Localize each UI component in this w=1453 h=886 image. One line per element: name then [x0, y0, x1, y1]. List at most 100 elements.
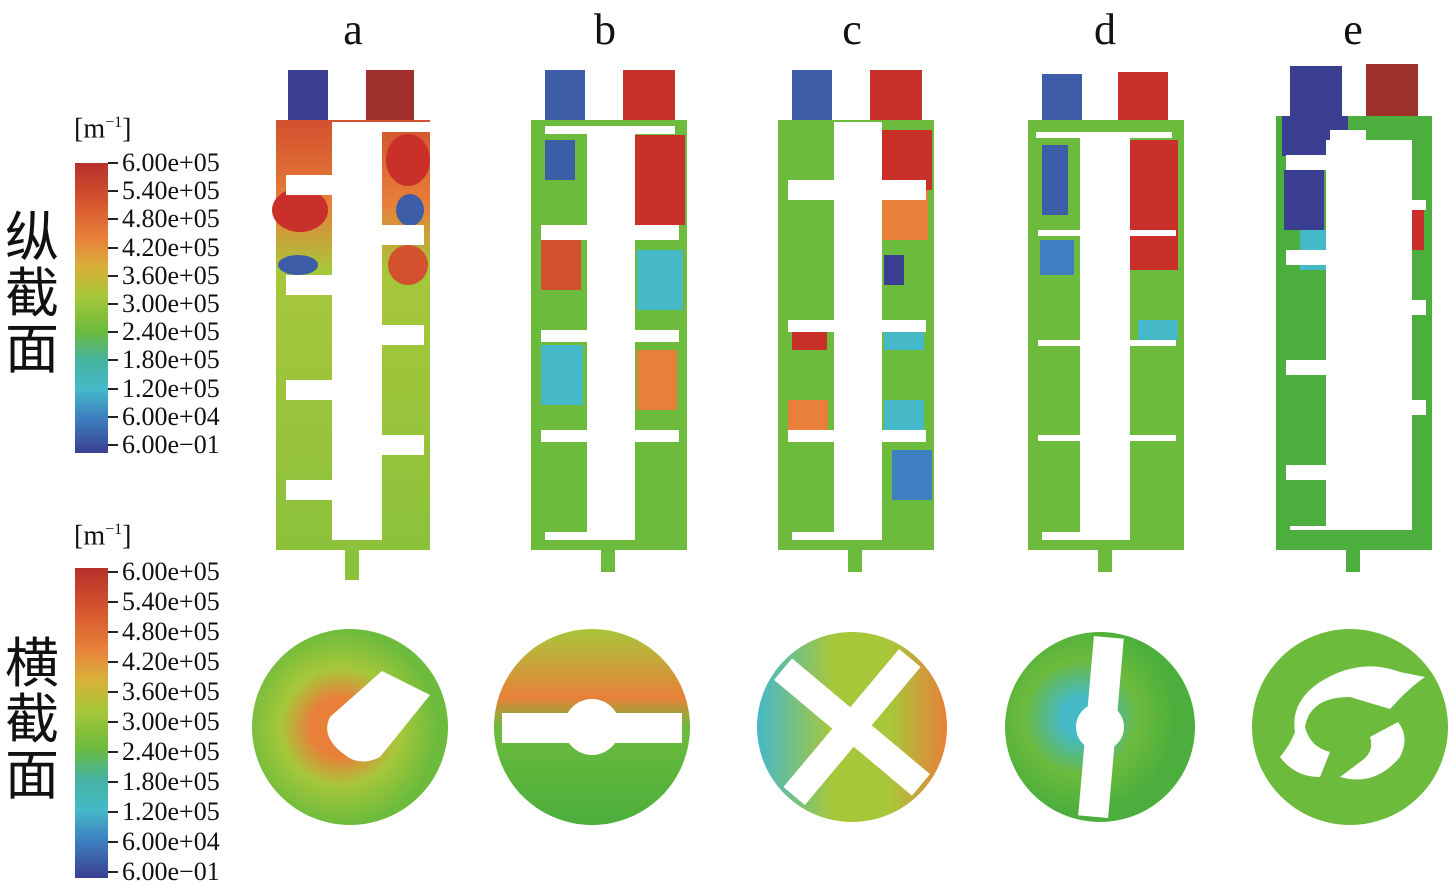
inlet-red: [366, 70, 414, 120]
inlet-red: [1366, 64, 1418, 120]
colorbar-tick-label: 1.80e+05: [122, 767, 220, 796]
flow-cold-zone: [637, 250, 683, 310]
colorbar-tick-label: 5.40e+05: [122, 587, 220, 616]
colorbar-tick-label: 4.80e+05: [122, 204, 220, 234]
colorbar-tick-label: 1.20e+05: [122, 373, 220, 403]
stirrer-shaft: [788, 122, 926, 540]
longitudinal-section-c: [778, 70, 934, 572]
colorbar-tick-mark: [108, 415, 118, 418]
colorbar-tick-mark: [108, 444, 118, 446]
stirrer-blade: [1280, 666, 1425, 777]
colorbar-tick-label: 4.20e+05: [122, 647, 220, 676]
cross-section-b: [494, 629, 690, 825]
inlet-blue: [545, 70, 585, 120]
row-label-cross: 横 截 面: [2, 636, 62, 804]
colorbar-tick-label: 6.00e−01: [122, 430, 220, 459]
stirrer-blade: [1340, 722, 1405, 780]
colorbar-tick-mark: [108, 841, 118, 843]
outlet-pipe: [601, 550, 615, 572]
colorbar-tick-label: 3.00e+05: [122, 289, 220, 318]
flow-cold-zone: [278, 255, 318, 275]
colorbar-tick-mark: [108, 274, 118, 277]
longitudinal-section-a: [272, 70, 430, 580]
colorbar-bottom: [75, 568, 108, 878]
colorbar-top: [75, 163, 108, 453]
colorbar-tick-mark: [108, 162, 118, 164]
unit-close: ]: [122, 113, 132, 145]
colorbar-tick-mark: [108, 661, 118, 663]
row-label-char: 面: [5, 746, 59, 806]
colorbar-tick-mark: [108, 218, 118, 221]
colorbar-tick-mark: [108, 571, 118, 573]
outlet-pipe: [1346, 550, 1360, 572]
outlet-pipe: [1098, 550, 1112, 572]
column-label-b: b: [594, 5, 616, 54]
stirrer-shaft: [1036, 132, 1176, 540]
colorbar-tick-label: 3.00e+05: [122, 707, 220, 736]
colorbar-unit-top: [m−1]: [74, 108, 131, 144]
colorbar-tick-mark: [108, 246, 118, 249]
outlet-pipe: [345, 550, 359, 580]
colorbar-tick-label: 2.40e+05: [122, 737, 220, 766]
cross-section-a: [252, 629, 448, 825]
flow-hot-zone: [635, 135, 685, 225]
flow-cold-zone: [1042, 145, 1068, 215]
colorbar-tick-label: 3.60e+05: [122, 677, 220, 706]
cross-section-e: [1252, 629, 1448, 825]
inlet-blue: [1290, 66, 1342, 120]
cross-section-d: [1005, 632, 1195, 822]
colorbar-tick-mark: [108, 691, 118, 693]
flow-cold-zone: [1040, 240, 1074, 275]
flow-warm-zone: [637, 350, 677, 410]
colorbar-tick-label: 6.00e+05: [122, 557, 220, 586]
flow-hot-zone: [272, 188, 328, 232]
longitudinal-section-b: [531, 70, 687, 572]
flow-cold-zone: [1284, 170, 1324, 230]
unit-text: [m: [74, 113, 106, 145]
flow-cold-zone: [1138, 320, 1178, 340]
colorbar-tick-mark: [108, 601, 118, 603]
colorbar-tick-mark: [108, 303, 118, 305]
unit-exponent: −1: [105, 114, 123, 131]
flow-hot-zone: [386, 134, 430, 186]
row-label-char: 横: [5, 634, 59, 694]
flow-cold-zone: [545, 140, 575, 180]
outlet-pipe: [848, 550, 862, 572]
stirrer-blade: [327, 671, 430, 762]
colorbar-tick-label: 1.80e+05: [122, 345, 220, 375]
column-label-d: d: [1094, 5, 1116, 54]
unit-exponent: −1: [105, 521, 123, 538]
colorbar-tick-label: 6.00e+04: [122, 401, 220, 431]
flow-hot-zone: [792, 330, 827, 350]
colorbar-tick-label: 2.40e+05: [122, 317, 220, 347]
row-label-char: 截: [5, 264, 59, 324]
colorbar-tick-label: 6.00e+04: [122, 827, 220, 856]
longitudinal-section-d: [1028, 72, 1184, 572]
unit-close: ]: [122, 520, 132, 552]
colorbar-tick-mark: [108, 811, 118, 813]
flow-cold-zone: [396, 194, 424, 226]
colorbar-tick-label: 3.60e+05: [122, 260, 220, 290]
colorbar-tick-label: 4.80e+05: [122, 617, 220, 646]
inlet-red: [1118, 72, 1168, 120]
colorbar-tick-mark: [108, 751, 118, 753]
colorbar-tick-mark: [108, 190, 118, 193]
flow-cold-zone: [541, 345, 583, 405]
inlet-blue: [1042, 74, 1082, 120]
flow-cold-zone: [884, 400, 924, 430]
flow-cold-zone: [884, 255, 904, 285]
colorbar-unit-bottom: [m−1]: [74, 515, 131, 551]
flow-hot-zone: [1130, 140, 1178, 270]
inlet-red: [870, 70, 922, 120]
colorbar-tick-label: 1.20e+05: [122, 797, 220, 826]
colorbar-tick-mark: [108, 359, 118, 362]
cross-section-disc: [1252, 629, 1448, 825]
colorbar-tick-label: 4.20e+05: [122, 232, 220, 262]
row-label-char: 面: [5, 320, 59, 380]
stirrer-shaft: [286, 122, 430, 540]
colorbar-tick-mark: [108, 631, 118, 633]
colorbar-tick-mark: [108, 331, 118, 334]
inlet-blue: [792, 70, 832, 120]
column-label-a: a: [343, 5, 363, 54]
stirrer-hub: [564, 699, 620, 755]
